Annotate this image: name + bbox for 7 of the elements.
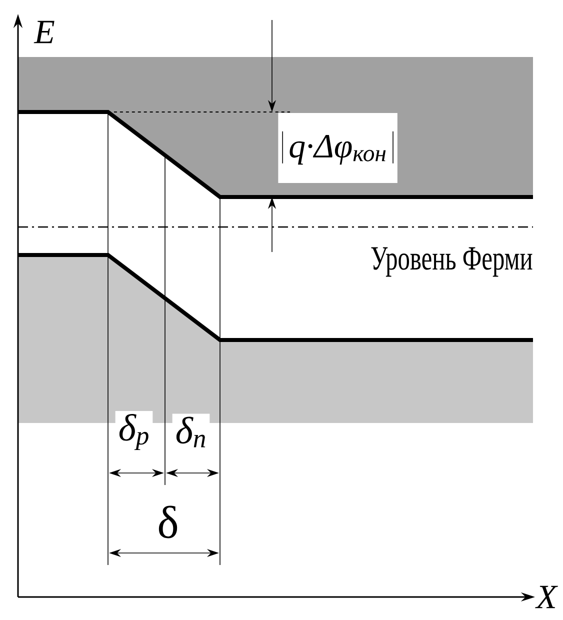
- width-label: δ$_{n}$: [172, 414, 210, 450]
- axis-label: E: [34, 20, 54, 44]
- width-label: δ: [158, 506, 178, 538]
- axis-label: X: [535, 586, 558, 608]
- fermi-level-label: Уровень Ферми: [371, 247, 532, 277]
- barrier-label: q·Δφ$_{кон}$: [278, 113, 398, 183]
- width-label: δ$_{p}$: [115, 410, 153, 454]
